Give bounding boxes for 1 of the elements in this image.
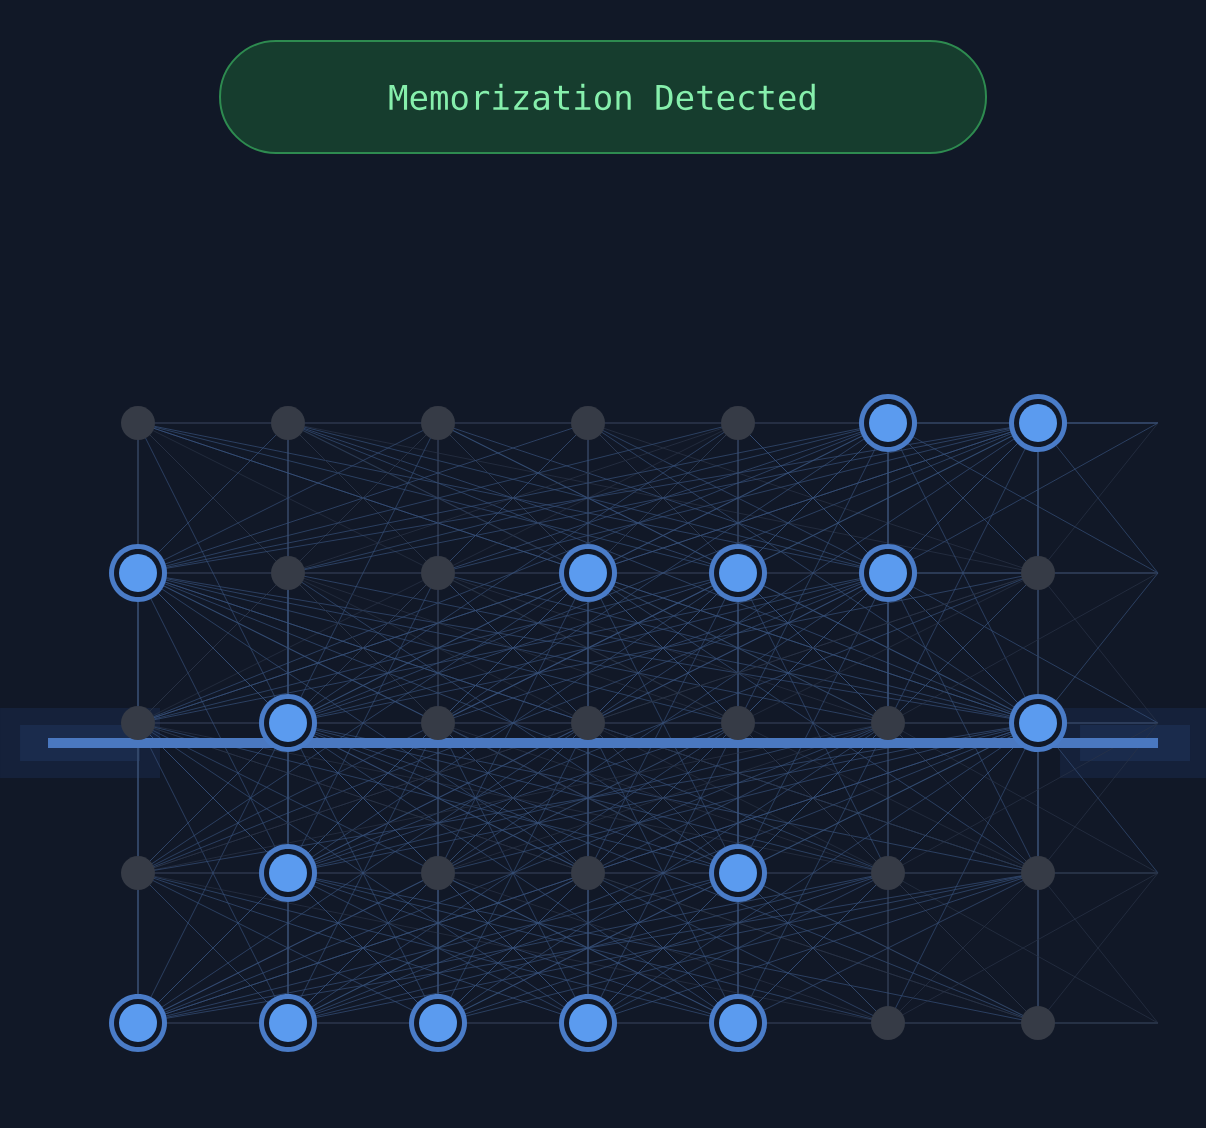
- status-badge: Memorization Detected: [219, 40, 987, 154]
